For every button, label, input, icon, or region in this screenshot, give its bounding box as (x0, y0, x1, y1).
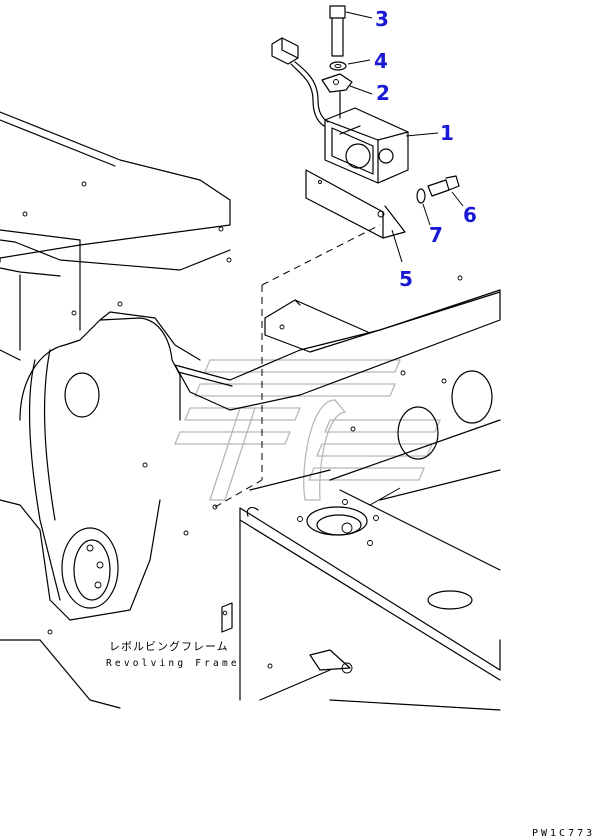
stay-part-2 (321, 73, 353, 119)
frame-boss (0, 311, 201, 635)
washer-part-4 (329, 61, 347, 71)
main-deck (0, 275, 501, 711)
callout-6: 6 (463, 203, 477, 227)
callout-5: 5 (399, 267, 413, 291)
bolt-part-6 (427, 175, 460, 197)
bracket-part-5 (305, 169, 406, 239)
buzzer-part-1 (324, 107, 409, 184)
callout-leaders (345, 11, 464, 506)
bolt-part-3 (329, 5, 346, 57)
callout-2: 2 (376, 81, 390, 105)
mounting-guide (212, 224, 381, 510)
left-frame-structure (0, 111, 232, 351)
washer-part-7 (416, 188, 426, 204)
callout-4: 4 (374, 49, 388, 73)
callout-7: 7 (429, 223, 443, 247)
callout-3: 3 (375, 7, 389, 31)
caption-japanese: レボルビングフレーム (109, 639, 229, 653)
caption-english: Revolving Frame (106, 658, 240, 669)
callout-1: 1 (440, 121, 454, 145)
drawing-code: PW1C773 (532, 828, 595, 839)
wire-harness (271, 37, 329, 127)
